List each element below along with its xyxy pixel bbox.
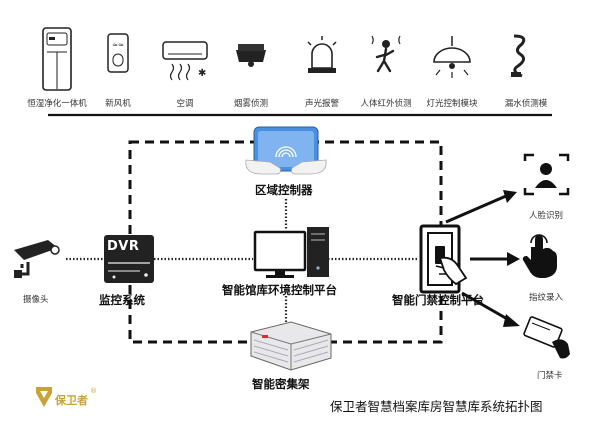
area-controller-label: 区域控制器 xyxy=(255,183,313,197)
face-label: 人脸识别 xyxy=(529,211,564,221)
purifier-icon xyxy=(42,27,72,91)
fingerprint-icon xyxy=(522,234,557,278)
air-conditioner-icon: ✱ xyxy=(162,41,208,81)
smoke-detector-icon xyxy=(236,44,266,67)
alarm-light-icon xyxy=(307,36,337,73)
infrared-person-icon xyxy=(371,35,401,73)
camera-label: 摄像头 xyxy=(23,295,49,305)
access-platform-label: 智能门禁控制平台 xyxy=(392,293,484,307)
tablet-icon xyxy=(245,126,327,175)
device-label-alarm: 声光报警 xyxy=(304,99,340,109)
water-leak-icon xyxy=(511,34,526,78)
monitor-system-label: 监控系统 xyxy=(99,293,145,307)
svg-text:✱: ✱ xyxy=(198,68,206,79)
svg-text:≈≈: ≈≈ xyxy=(112,41,124,49)
connection-lines xyxy=(66,199,419,326)
brand-registered-mark: ® xyxy=(90,387,97,395)
device-label-purifier: 恒湿净化一体机 xyxy=(27,99,87,109)
platform-label: 智能馆库环境控制平台 xyxy=(222,283,337,297)
ceiling-lamp-icon xyxy=(433,36,471,78)
device-label-infrared: 人体红外侦测 xyxy=(360,99,412,109)
device-label-leak: 漏水侦测模 xyxy=(504,99,548,109)
device-label-fresh-air: 新风机 xyxy=(105,99,131,109)
dense-shelf-icon xyxy=(250,321,332,371)
dvr-box xyxy=(104,235,154,283)
brand-logo xyxy=(36,387,52,407)
device-label-ac: 空调 xyxy=(176,99,194,109)
door-access-icon xyxy=(419,224,468,294)
computer-icon xyxy=(253,227,329,278)
camera-icon xyxy=(14,240,60,278)
device-label-smoke: 烟雾侦测 xyxy=(233,99,269,109)
fingerprint-label: 指纹录入 xyxy=(529,293,564,303)
dvr-label: DVR xyxy=(107,239,140,254)
diagram-caption: 保卫者智慧档案库房智慧库系统拓扑图 xyxy=(330,399,543,414)
shelf-label: 智能密集架 xyxy=(252,377,310,391)
access-arrows xyxy=(445,190,520,327)
device-label-light: 灯光控制模块 xyxy=(426,99,478,109)
fresh-air-icon: ≈≈ xyxy=(107,33,129,73)
face-recognition-icon xyxy=(523,153,570,196)
access-card-icon xyxy=(523,316,570,359)
brand-name: 保卫者 xyxy=(55,394,88,407)
card-label: 门禁卡 xyxy=(537,371,563,381)
